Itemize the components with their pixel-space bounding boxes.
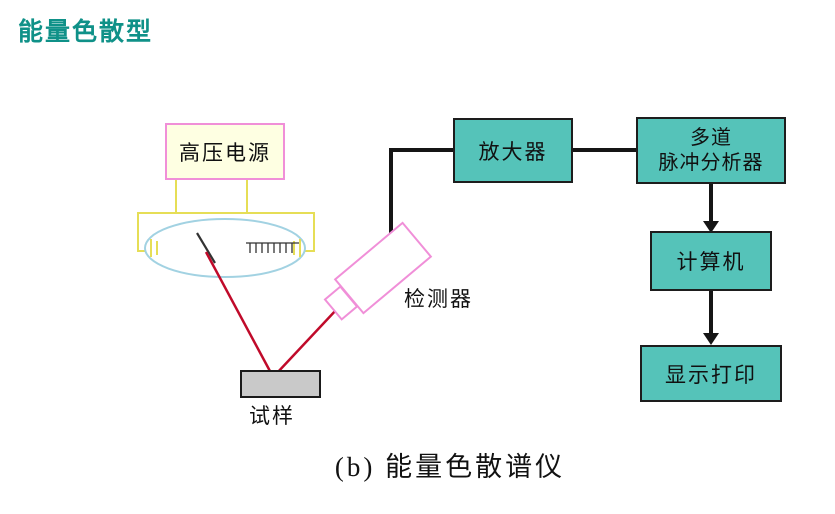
display-print-box: 显示打印	[640, 345, 782, 402]
power-supply-box: 高压电源	[165, 123, 285, 180]
anode-target	[196, 232, 216, 264]
display-print-label: 显示打印	[665, 363, 757, 387]
amplifier-label: 放大器	[478, 140, 548, 164]
power-supply-label: 高压电源	[179, 141, 271, 165]
pulse-analyzer-box: 多道 脉冲分析器	[636, 117, 786, 184]
computer-box: 计算机	[650, 231, 772, 291]
figure-caption: (b) 能量色散谱仪	[334, 452, 566, 482]
xray-beam-incident	[204, 251, 273, 374]
amplifier-box: 放大器	[453, 118, 573, 183]
xray-tube-envelope	[144, 218, 306, 278]
detector-label: 检测器	[404, 288, 473, 311]
sample-label: 试样	[249, 405, 295, 428]
arrowhead-down-icon	[703, 333, 719, 345]
filament	[246, 242, 299, 253]
sample	[240, 370, 321, 398]
detector-signal-wire	[389, 148, 454, 243]
computer-label: 计算机	[676, 251, 746, 274]
arrowhead-down-icon	[703, 221, 719, 233]
page-title: 能量色散型	[18, 18, 154, 46]
detector-snout	[323, 285, 359, 321]
analyzer-label-line2: 脉冲分析器	[658, 151, 764, 174]
analyzer-label-line1: 多道	[690, 126, 732, 149]
